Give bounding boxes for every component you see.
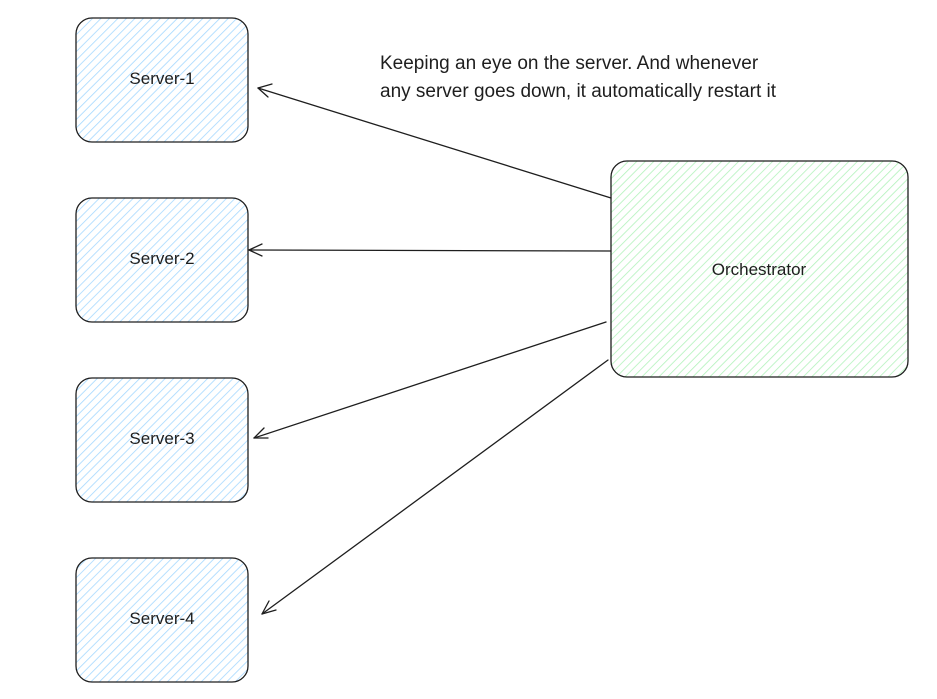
arrow-to-server-3	[253, 321, 607, 439]
orchestrator-label: Orchestrator	[712, 260, 807, 279]
arrow-to-server-4	[261, 359, 609, 615]
server-3-label: Server-3	[129, 429, 194, 448]
annotation-line-2: any server goes down, it automatically r…	[380, 81, 777, 102]
server-4-label: Server-4	[129, 609, 194, 628]
server-2-label: Server-2	[129, 249, 194, 268]
arrow-to-server-1	[257, 83, 612, 199]
server-2-node: Server-2	[75, 197, 249, 323]
arrow-to-server-2	[248, 243, 612, 257]
server-4-node: Server-4	[75, 557, 249, 683]
server-1-label: Server-1	[129, 69, 194, 88]
annotation-text: Keeping an eye on the server. And whenev…	[380, 50, 910, 106]
annotation-line-1: Keeping an eye on the server. And whenev…	[380, 53, 759, 74]
server-1-node: Server-1	[75, 17, 249, 143]
orchestrator-node: Orchestrator	[610, 160, 909, 378]
server-3-node: Server-3	[75, 377, 249, 503]
